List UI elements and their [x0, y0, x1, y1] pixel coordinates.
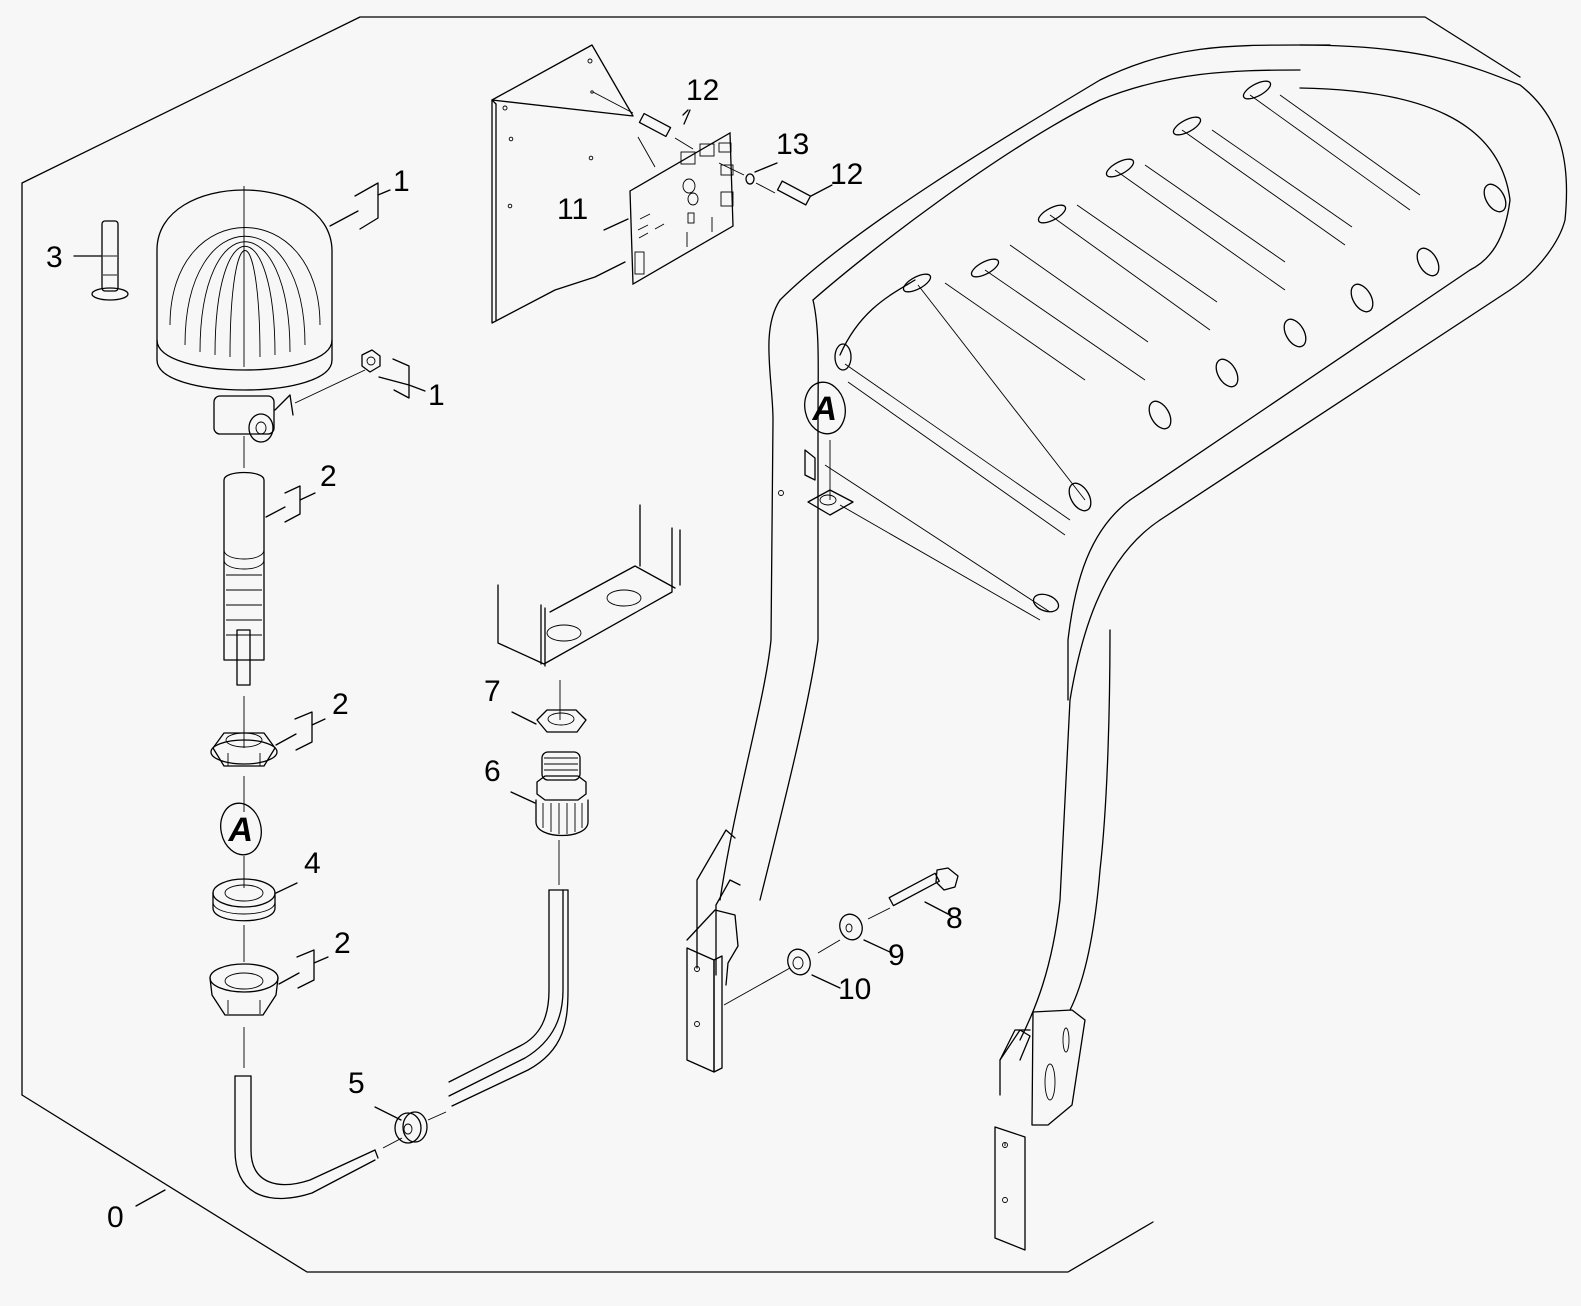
leader-c11 — [603, 218, 629, 231]
cable-gland — [510, 751, 589, 837]
cable-grommet — [374, 1106, 447, 1149]
callout-12-upper: 12 — [686, 74, 720, 107]
callout-6: 6 — [484, 755, 501, 788]
leader-c2c — [278, 949, 329, 989]
callout-2-hex-nut: 2 — [332, 688, 349, 721]
bulb — [73, 220, 129, 301]
callout-2-tube: 2 — [320, 460, 337, 493]
leader-c1b — [378, 358, 426, 399]
leader-c2b — [275, 711, 326, 751]
callout-10: 10 — [838, 973, 872, 1006]
callout-5: 5 — [348, 1067, 365, 1100]
spacer-washer — [718, 162, 776, 194]
callout-0: 0 — [107, 1201, 124, 1234]
callout-8: 8 — [946, 902, 963, 935]
leader-c5 — [374, 1106, 402, 1121]
reference-a-bubble-right — [804, 381, 846, 435]
lock-washer — [787, 948, 841, 989]
leader-c2a — [265, 485, 316, 523]
roll-bar-canopy — [686, 44, 1568, 1251]
flat-washer — [817, 913, 893, 954]
leader-c4 — [275, 882, 298, 894]
callout-7: 7 — [484, 675, 501, 708]
callout-9: 9 — [888, 939, 905, 972]
control-panel-plate — [491, 44, 634, 324]
callout-1-dome: 1 — [393, 165, 410, 198]
hex-bolt — [867, 867, 959, 920]
leader-c1a — [329, 182, 391, 230]
leader-c10 — [811, 974, 841, 989]
lock-nut — [511, 680, 587, 733]
leader-c12b — [810, 184, 833, 197]
leader-c8 — [924, 901, 949, 915]
callout-11: 11 — [557, 193, 589, 226]
leader-c7 — [511, 711, 537, 725]
cable-right — [448, 889, 569, 1107]
leader-c13 — [754, 162, 778, 173]
standoff-right — [776, 180, 812, 206]
grommet-ring — [212, 878, 276, 922]
hex-nut-upper — [210, 732, 278, 767]
standoff-upper — [592, 91, 694, 168]
mounting-bracket — [497, 504, 681, 667]
circuit-board — [629, 131, 734, 286]
callout-3: 3 — [46, 241, 63, 274]
assembly-frame — [21, 16, 1521, 1273]
callout-13: 13 — [776, 128, 810, 161]
flange-nut-lower — [209, 963, 279, 1016]
leader-c12a — [683, 109, 691, 125]
callout-4: 4 — [304, 847, 321, 880]
reference-a-bubble-left — [220, 802, 262, 856]
cable-left — [234, 1075, 379, 1200]
beacon-lamp-nut — [294, 349, 381, 404]
mounting-tube — [223, 471, 265, 686]
callout-1-nut: 1 — [428, 379, 445, 412]
beacon-lamp-dome — [156, 186, 333, 443]
leader-c6 — [510, 791, 536, 804]
leader-c9 — [863, 939, 893, 954]
callout-12-right: 12 — [830, 158, 864, 191]
leader-c0 — [135, 1189, 166, 1207]
callout-2-flange-nut: 2 — [334, 927, 351, 960]
